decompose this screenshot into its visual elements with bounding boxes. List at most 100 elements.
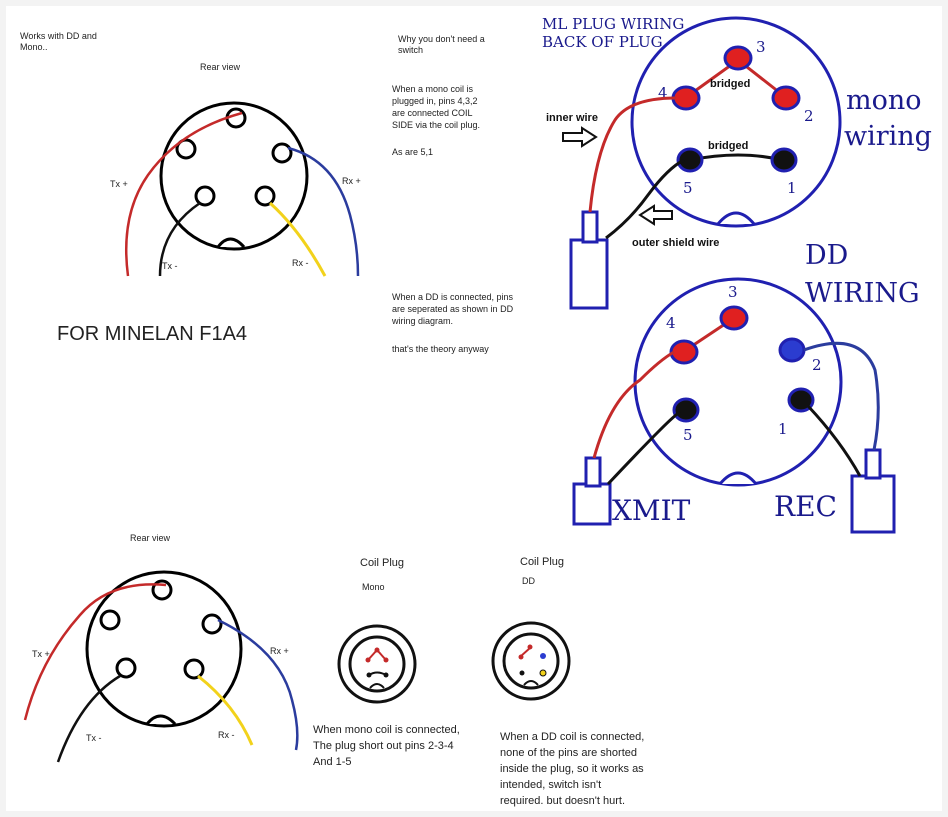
- mono-note-1: When a mono coil is: [392, 84, 474, 94]
- coil-dd-caption-4: intended, switch isn't: [500, 779, 601, 791]
- coil-mono-caption-1: When mono coil is connected,: [313, 724, 460, 736]
- dd-pin-5: [672, 397, 700, 423]
- dd-pin-3-number: 3: [728, 283, 738, 301]
- bottom-pin-right: [201, 613, 223, 635]
- inner-wire: [588, 96, 677, 213]
- rec-inner-wire: [803, 341, 880, 451]
- bottom-pin-bottom-right: [183, 658, 205, 680]
- bridge-wire-1-5: [689, 153, 783, 162]
- middle-notes: Why you don't need a switch When a mono …: [391, 34, 514, 354]
- rx-plus-label: Rx +: [342, 176, 361, 186]
- dd-pin-1-number: 1: [778, 420, 788, 438]
- coil-mono-inner-ring: [348, 635, 406, 693]
- top-note-line-2: Mono..: [20, 42, 48, 52]
- bottom-rx-plus-label: Rx +: [270, 646, 289, 656]
- mono-wiring-label-2: wiring: [844, 121, 932, 152]
- top-note-line-1: Works with DD and: [20, 31, 97, 41]
- pin-left: [175, 138, 197, 160]
- coil-dd-caption-3: inside the plug, so it works as: [500, 763, 644, 775]
- dd-pin-3: [719, 305, 749, 331]
- rx-plus-wire: [287, 146, 360, 277]
- bottom-pin-bottom-left: [115, 657, 137, 679]
- bottom-socket-outline: [85, 570, 243, 728]
- ml-pin-4-number: 4: [658, 84, 668, 102]
- tx-plus-label: Tx +: [110, 179, 128, 189]
- bridged-bottom-label: bridged: [708, 140, 748, 152]
- outer-shield-wire: [605, 158, 685, 240]
- dd-pin-5-number: 5: [683, 426, 693, 444]
- rec-coax-body: [850, 474, 896, 534]
- coil-dd-inner-ring: [502, 632, 560, 690]
- dd-plug-wiring: DD WIRING 4 3 2 5 1 XMIT REC: [572, 240, 920, 534]
- bottom-tx-minus-label: Tx -: [86, 733, 102, 743]
- dd-pin-1: [787, 387, 815, 413]
- coil-mono-pin-2: [383, 657, 389, 663]
- rear-view-label: Rear view: [200, 62, 241, 72]
- dd-note-1: When a DD is connected, pins: [392, 292, 514, 302]
- xmit-inner-wire: [592, 350, 675, 459]
- pin-right: [271, 142, 293, 164]
- mono-note-3: are connected COIL: [392, 108, 473, 118]
- top-left-rear-view: Works with DD and Mono.. Rear view Tx + …: [20, 31, 361, 345]
- coil-dd-title: Coil Plug: [520, 556, 564, 568]
- bottom-tx-plus-wire: [23, 583, 167, 721]
- xmit-coax-body: [572, 482, 612, 526]
- ml-plug-title-1: ML PLUG WIRING: [542, 15, 684, 33]
- coil-dd-pin-5: [519, 670, 525, 676]
- white-panel: [6, 6, 942, 811]
- ml-plug-title-2: BACK OF PLUG: [542, 33, 663, 51]
- coil-dd-pin-1: [539, 669, 547, 677]
- coil-mono-caption-3: And 1-5: [313, 756, 352, 768]
- coil-mono-pin-3: [374, 647, 380, 653]
- ml-pin-1-number: 1: [787, 179, 797, 197]
- coil-mono-outer-ring: [337, 624, 417, 704]
- coil-mono-pin-4: [365, 657, 371, 663]
- coil-dd-outer-ring: [491, 621, 571, 701]
- bottom-pin-top: [151, 579, 173, 601]
- bottom-tx-minus-wire: [56, 674, 121, 763]
- rx-minus-wire: [268, 201, 327, 277]
- dd-pin-4-number: 4: [666, 314, 676, 332]
- tx-minus-label: Tx -: [162, 261, 178, 271]
- ml-pin-1: [770, 147, 798, 173]
- outer-shield-label: outer shield wire: [632, 237, 719, 249]
- dd-title-2: WIRING: [805, 278, 920, 309]
- ml-plug-outline: [630, 16, 842, 228]
- xmit-coax-tip: [584, 456, 602, 488]
- ml-pin-3: [723, 45, 753, 71]
- pin-bottom-left: [194, 185, 216, 207]
- bottom-tx-plus-label: Tx +: [32, 649, 50, 659]
- ml-pin-5: [676, 147, 704, 173]
- coil-dd-pin-2: [540, 653, 546, 659]
- rx-minus-label: Rx -: [292, 258, 309, 268]
- bottom-pin-left: [99, 609, 121, 631]
- bottom-rear-view-label: Rear view: [130, 533, 171, 543]
- ml-coax-tip: [581, 210, 599, 244]
- dd-plug-key-notch: [718, 471, 758, 485]
- bridged-top-label: bridged: [710, 78, 750, 90]
- dd-pin-2-number: 2: [812, 356, 822, 374]
- dd-pin-2: [778, 337, 806, 363]
- ml-pin-3-number: 3: [756, 38, 766, 56]
- xmit-label: XMIT: [612, 494, 691, 527]
- inner-wire-arrow-icon: [562, 126, 598, 148]
- mono-note-2: plugged in, pins 4,3,2: [392, 96, 478, 106]
- bottom-rx-minus-label: Rx -: [218, 730, 235, 740]
- coil-mono-pin-5: [366, 672, 372, 678]
- tx-minus-wire: [158, 201, 201, 277]
- coil-mono-short-15: [368, 671, 387, 676]
- why-title-2: switch: [398, 45, 423, 55]
- ml-pin-2: [771, 85, 801, 111]
- coil-dd-pin-3: [527, 644, 533, 650]
- coil-dd-short-34: [520, 647, 531, 657]
- socket-outline: [159, 101, 309, 251]
- bottom-socket-key-notch: [145, 714, 177, 726]
- coil-dd-pin-4: [518, 654, 524, 660]
- mono-wiring-label-1: mono: [846, 85, 922, 116]
- xmit-shield-wire: [606, 410, 681, 486]
- rec-shield-wire: [806, 404, 862, 477]
- dd-note-2: are seperated as shown in DD: [392, 304, 514, 314]
- theory-note: that's the theory anyway: [392, 344, 489, 354]
- why-title-1: Why you don't need a: [398, 34, 485, 44]
